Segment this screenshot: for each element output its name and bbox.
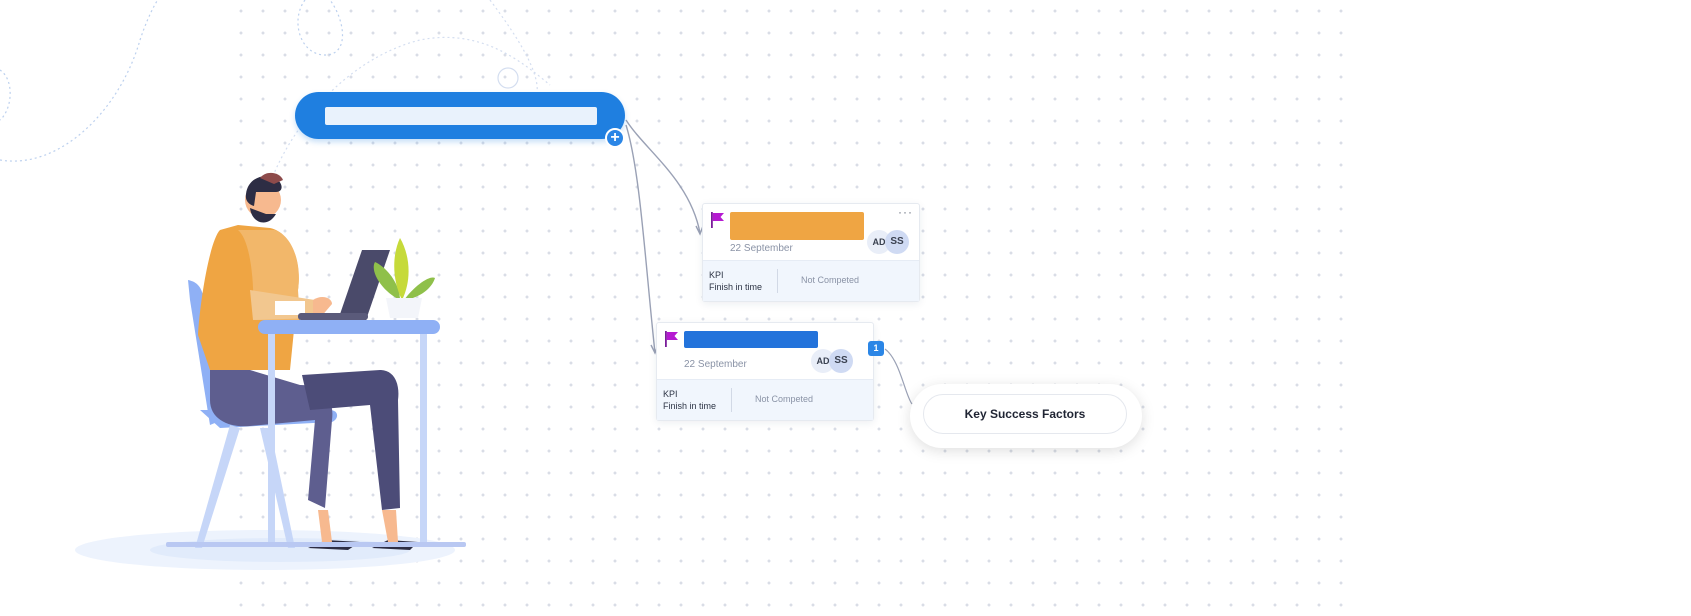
task-status: Not Competed bbox=[801, 275, 860, 285]
kpi-title: KPI bbox=[709, 270, 724, 280]
kpi-subtitle: Finish in time bbox=[663, 401, 717, 411]
task-card-orange[interactable]: ··· 22 September AD SS KPI Finish in tim… bbox=[702, 203, 920, 302]
add-node-button[interactable]: + bbox=[605, 128, 625, 148]
task-title-placeholder bbox=[684, 331, 818, 348]
task-card-blue[interactable]: 22 September AD SS KPI Finish in time No… bbox=[656, 322, 874, 421]
footer-divider bbox=[777, 269, 778, 293]
kpi-label: KPI Finish in time bbox=[709, 269, 762, 293]
avatar-ss[interactable]: SS bbox=[829, 349, 853, 373]
task-status: Not Competed bbox=[755, 394, 814, 404]
task-title-placeholder bbox=[730, 212, 864, 240]
connection-count-badge[interactable]: 1 bbox=[868, 341, 884, 356]
root-node[interactable] bbox=[295, 92, 625, 139]
root-node-title-placeholder bbox=[325, 107, 597, 125]
key-success-factors-node[interactable]: Key Success Factors bbox=[910, 384, 1142, 448]
more-options-icon[interactable]: ··· bbox=[898, 205, 913, 219]
kpi-label: KPI Finish in time bbox=[663, 388, 716, 412]
task-date: 22 September bbox=[684, 359, 747, 370]
kpi-subtitle: Finish in time bbox=[709, 282, 763, 292]
person-at-desk-illustration bbox=[75, 172, 466, 570]
kpi-title: KPI bbox=[663, 389, 678, 399]
flag-icon bbox=[711, 212, 724, 228]
task-date: 22 September bbox=[730, 243, 793, 254]
key-success-factors-label: Key Success Factors bbox=[923, 394, 1127, 434]
avatar-ss[interactable]: SS bbox=[885, 230, 909, 254]
flag-icon bbox=[665, 331, 678, 347]
footer-divider bbox=[731, 388, 732, 412]
